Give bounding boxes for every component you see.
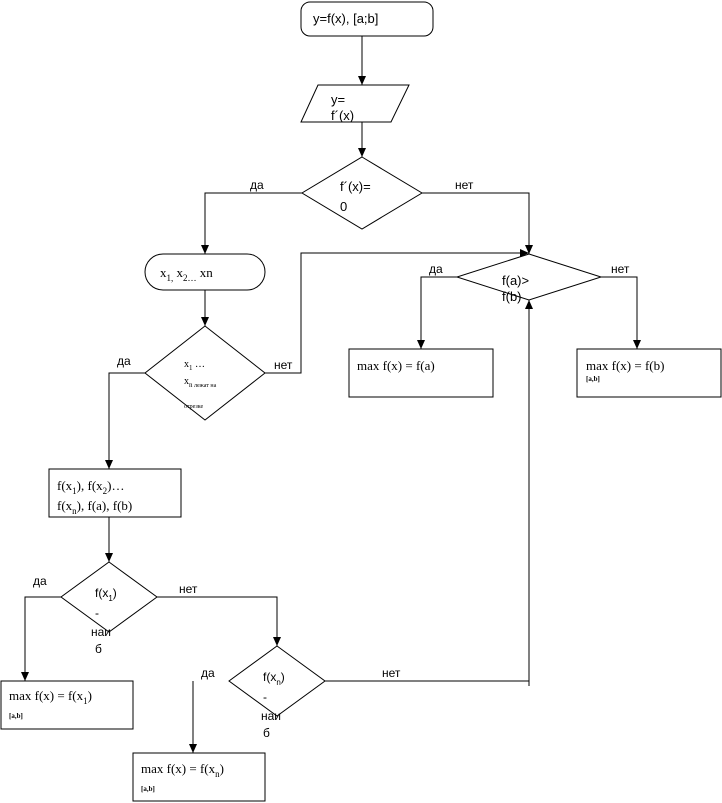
arrow-dec1-no [422,192,533,254]
decision-roots-in-segment [144,325,266,421]
values-box [48,468,182,518]
dec2-label-line2: xn лежат на [184,376,217,389]
max-fa-label: max f(x) = f(a) [357,358,435,373]
max-fxn-label: max f(x) = f(xn) [141,761,224,779]
arrow-dec2-no [265,249,529,374]
decision-derivative-zero [301,156,423,230]
arrow-dec3-yes [417,276,457,349]
dec3-no-label: нет [611,262,630,276]
start-terminal [300,1,434,37]
max-fxn-sub: [a,b] [141,785,155,793]
dec4-label-line1: f(x1) [95,586,117,603]
dec1-label-line1: f´(x)= [340,179,371,194]
max-fb-label: max f(x) = f(b) [586,358,664,373]
max-fb-sub: [a,b] [586,375,600,383]
roots-label: x1, x2… xn [160,265,213,283]
dec3-label-line2: f(b) [502,289,522,304]
dec4-label-line4: б [95,642,102,656]
max-fx1-label: max f(x) = f(x1) [9,688,92,706]
arrow-dec4-yes [21,596,61,681]
max-fxn-box [132,752,266,802]
max-fa-box [348,348,494,398]
dec4-label-line3: наи [91,625,111,639]
dec4-label-line2: - [95,606,99,620]
input-parallelogram [300,84,410,123]
dec5-label-line4: б [263,726,270,740]
values-line1: f(x1), f(x2)… [57,478,125,496]
arrow-dec1-yes [201,192,302,254]
dec5-label-line3: наи [261,709,281,723]
arrow-dec2-yes [105,372,145,469]
dec5-label-line1: f(xn) [263,670,285,687]
values-line2: f(xn), f(a), f(b) [57,498,132,516]
dec3-yes-label: да [429,262,443,276]
max-fx1-sub: [a,b] [9,712,23,720]
input-label-line2: f´(x) [331,108,354,123]
dec2-no-label: нет [274,358,293,372]
decision-fxn-largest [228,645,326,717]
arrow-dec4-no [157,596,281,646]
max-fx1-box [0,680,134,730]
dec5-no-label: нет [382,666,401,680]
dec2-label-line1: x1 … [184,359,205,372]
dec4-no-label: нет [179,582,198,596]
decision-fx1-largest [60,561,158,633]
dec4-yes-label: да [33,574,47,588]
dec5-label-line2: - [263,690,267,704]
dec1-label-line2: 0 [340,199,347,214]
dec2-label-line3: отрезке [184,404,203,410]
dec1-yes-label: да [250,178,264,192]
dec2-yes-label: да [117,354,131,368]
dec5-yes-label: да [201,666,215,680]
arrow-dec3-no [601,276,641,349]
start-label: y=f(x), [a;b] [313,11,378,26]
dec3-label-line1: f(a)> [502,273,529,288]
max-fb-box [576,348,722,398]
input-label-line1: y= [331,92,345,107]
dec1-no-label: нет [455,178,474,192]
